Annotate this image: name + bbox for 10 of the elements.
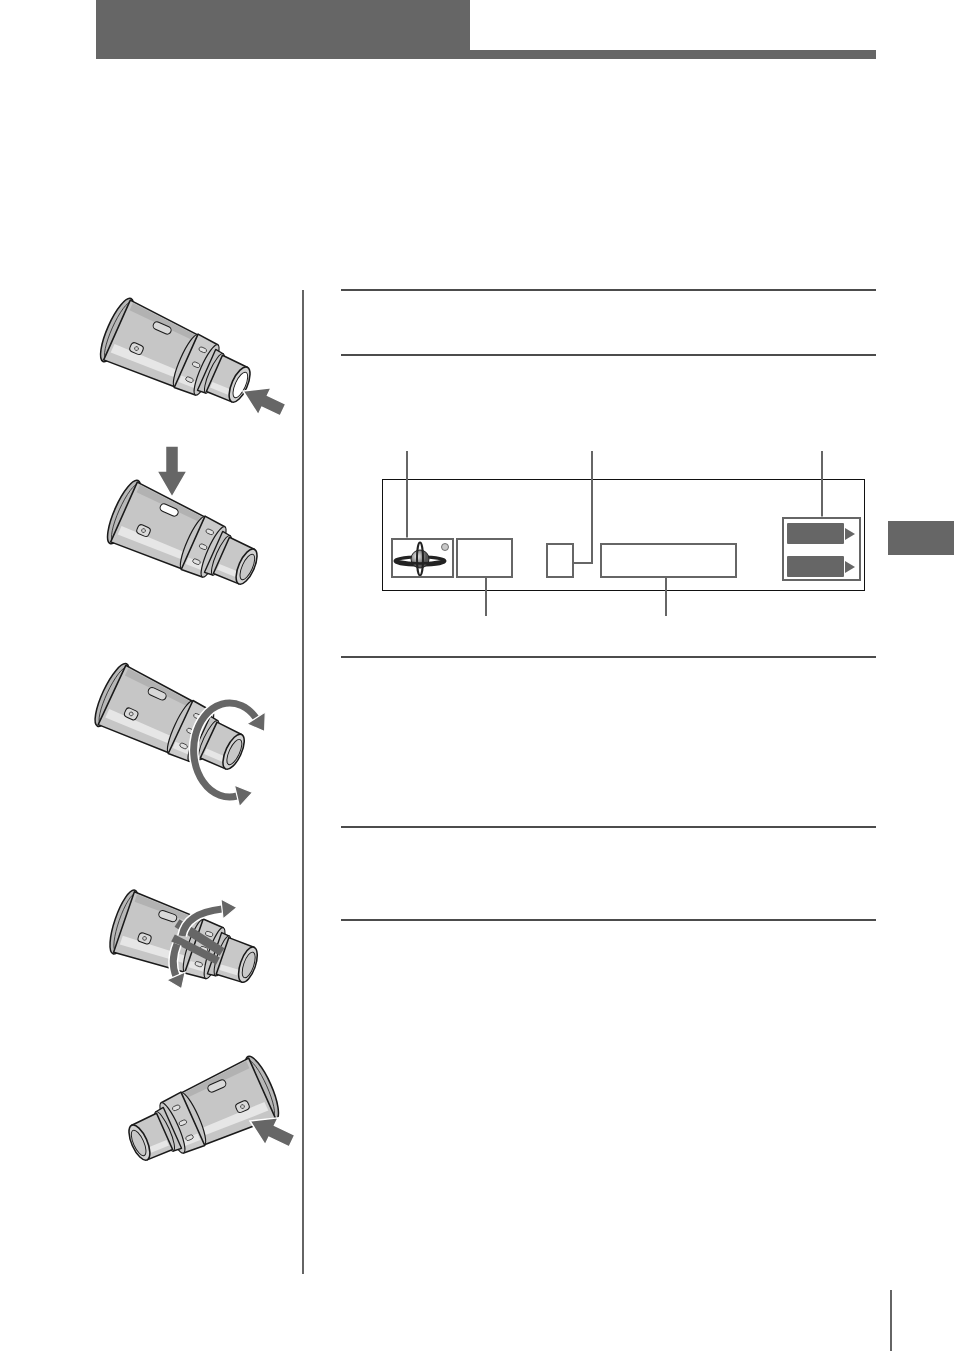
segment-frame	[455, 537, 513, 578]
small-segment-frame	[545, 542, 574, 578]
leader-line	[485, 576, 487, 617]
indicator-group-frame	[781, 516, 861, 581]
leader-line	[406, 450, 408, 539]
wide-segment-frame	[599, 542, 737, 578]
display-panel	[382, 479, 865, 591]
leader-line	[821, 450, 823, 518]
leader-line	[665, 576, 667, 617]
leader-line	[572, 450, 593, 564]
